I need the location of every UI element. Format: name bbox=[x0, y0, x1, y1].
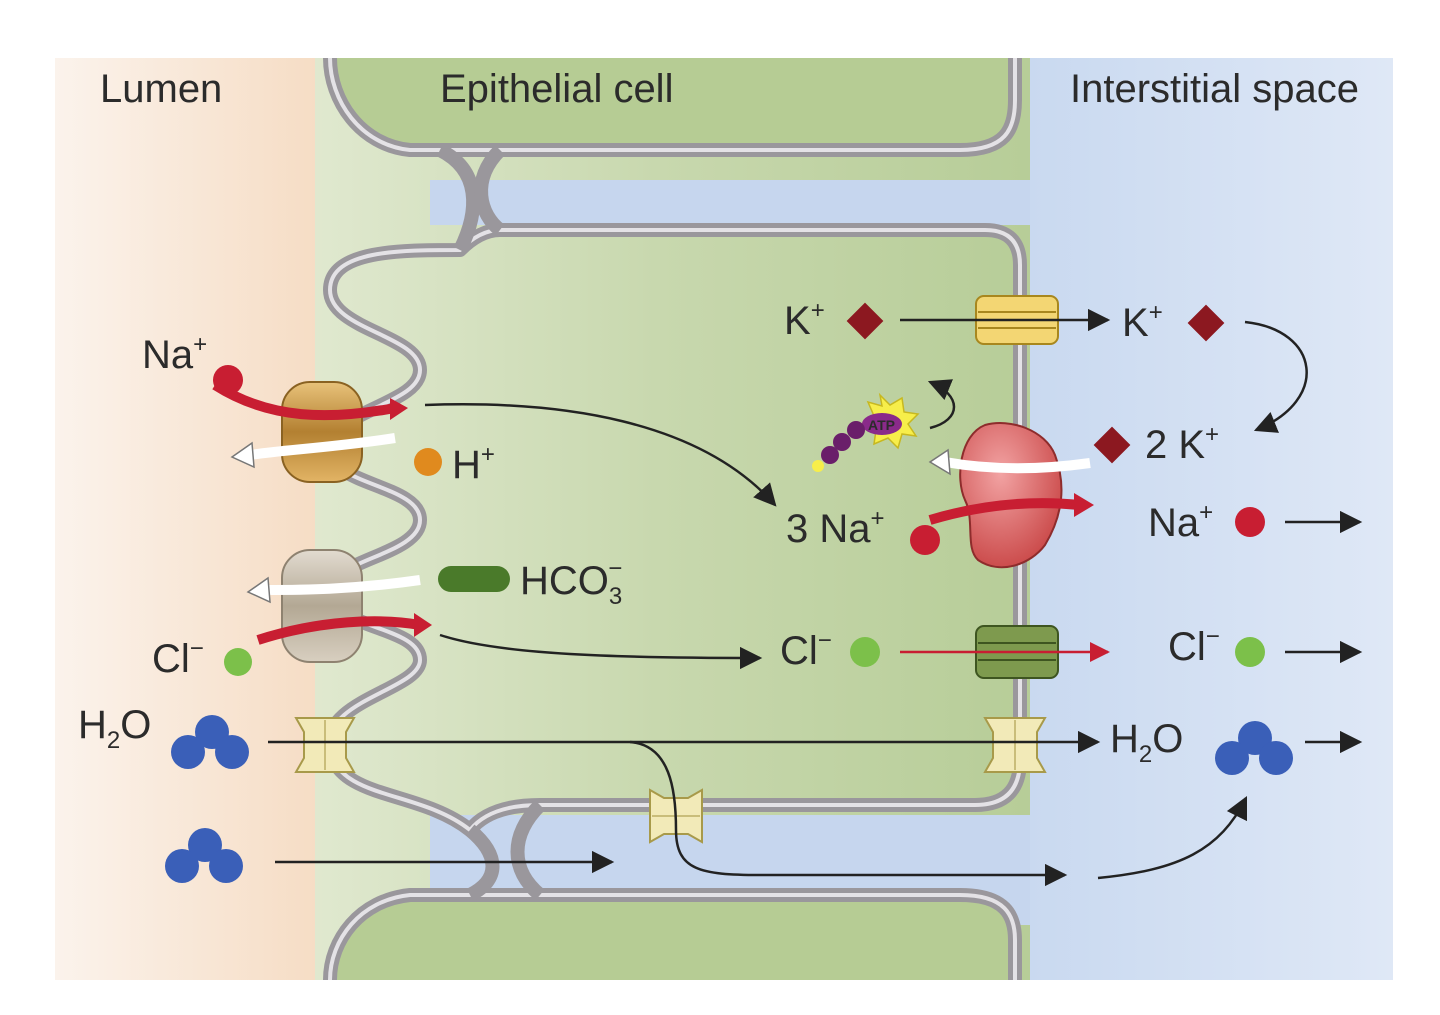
neighbor-cell-bottom bbox=[330, 895, 1015, 980]
na-influx-arrowhead bbox=[390, 398, 408, 420]
atp-molecule: ATP bbox=[812, 392, 920, 472]
na3-cell-label: 3 Na+ bbox=[786, 505, 885, 551]
na-ion-interstitial bbox=[1235, 507, 1265, 537]
epithelial-cell-label: Epithelial cell bbox=[440, 67, 673, 111]
na-cytoplasm-arrow bbox=[424, 403, 777, 507]
na-efflux-arrow bbox=[928, 498, 1081, 525]
tight-junction-bottom bbox=[465, 824, 500, 902]
cl-interstitial-label: Cl− bbox=[1168, 623, 1220, 669]
tight-junction-bottom-2 bbox=[510, 800, 546, 901]
na-efflux-arrowhead bbox=[1074, 493, 1094, 517]
neighbor-cell-top bbox=[330, 58, 1015, 150]
k-ion-cell bbox=[846, 302, 884, 340]
cl-cell-label: Cl− bbox=[780, 627, 832, 673]
na-lumen-label: Na+ bbox=[142, 331, 207, 377]
atp-label: ATP bbox=[868, 417, 895, 433]
k-influx-arrowhead bbox=[928, 448, 951, 476]
h-efflux-arrowhead bbox=[230, 441, 255, 469]
na-ion-cell bbox=[910, 525, 940, 555]
hco3-ion bbox=[438, 566, 510, 592]
water-molecule-lumen bbox=[171, 715, 249, 769]
cl-lumen-label: Cl− bbox=[152, 635, 204, 681]
h2o-interstitial-label: H2O bbox=[1110, 717, 1183, 768]
hco3-efflux-arrow bbox=[264, 575, 421, 595]
h2o-lumen-label: H2O bbox=[78, 703, 151, 754]
k-recycle-arrow bbox=[1244, 320, 1308, 433]
water-molecule-interstitial bbox=[1215, 721, 1293, 775]
hco3-label: HCO3− bbox=[520, 555, 622, 610]
k2-interstitial-label: 2 K+ bbox=[1145, 421, 1219, 467]
water-to-interstitial-arrow bbox=[1097, 795, 1248, 880]
hco3-efflux-arrowhead bbox=[246, 576, 271, 604]
h-label: H+ bbox=[452, 441, 495, 487]
na-interstitial-label: Na+ bbox=[1148, 499, 1213, 545]
cl-ion-lumen bbox=[224, 648, 252, 676]
k-cell-label: K+ bbox=[784, 297, 825, 343]
atp-hydrolysis-arrow bbox=[927, 379, 956, 430]
interstitial-region bbox=[1030, 58, 1393, 980]
cl-cytoplasm-arrow bbox=[439, 633, 763, 670]
cl-influx-arrow bbox=[256, 616, 421, 645]
h-efflux-arrow bbox=[249, 433, 396, 460]
water-lateral-arrow bbox=[629, 740, 1068, 887]
k2-ion-interstitial bbox=[1093, 426, 1131, 464]
na-ion-lumen bbox=[213, 365, 243, 395]
cl-influx-arrowhead bbox=[414, 613, 432, 637]
cl-hco3-exchanger bbox=[281, 549, 363, 663]
aquaporin-apical bbox=[294, 717, 356, 773]
cl-ion-interstitial bbox=[1235, 637, 1265, 667]
neighbor-membrane-top-inner bbox=[328, 57, 1017, 152]
k-ion-interstitial bbox=[1187, 304, 1225, 342]
tight-junction-top-2 bbox=[474, 145, 506, 236]
aquaporin-basolateral bbox=[983, 717, 1047, 773]
lumen-region bbox=[55, 58, 315, 980]
cl-ion-cell bbox=[850, 637, 880, 667]
k-influx-arrow bbox=[944, 457, 1091, 474]
neighbor-membrane-bottom-inner bbox=[328, 893, 1017, 981]
h-ion bbox=[414, 448, 442, 476]
water-molecule-paracellular bbox=[165, 828, 243, 883]
na-influx-arrow bbox=[212, 380, 396, 421]
lumen-label: Lumen bbox=[100, 67, 222, 111]
intercellular-space-top bbox=[430, 180, 1030, 225]
interstitial-space-label: Interstitial space bbox=[1070, 67, 1359, 111]
na-h-exchanger bbox=[281, 381, 363, 483]
k-interstitial-label: K+ bbox=[1122, 299, 1163, 345]
tight-junction-top bbox=[436, 143, 481, 254]
na-k-atpase bbox=[959, 422, 1063, 569]
